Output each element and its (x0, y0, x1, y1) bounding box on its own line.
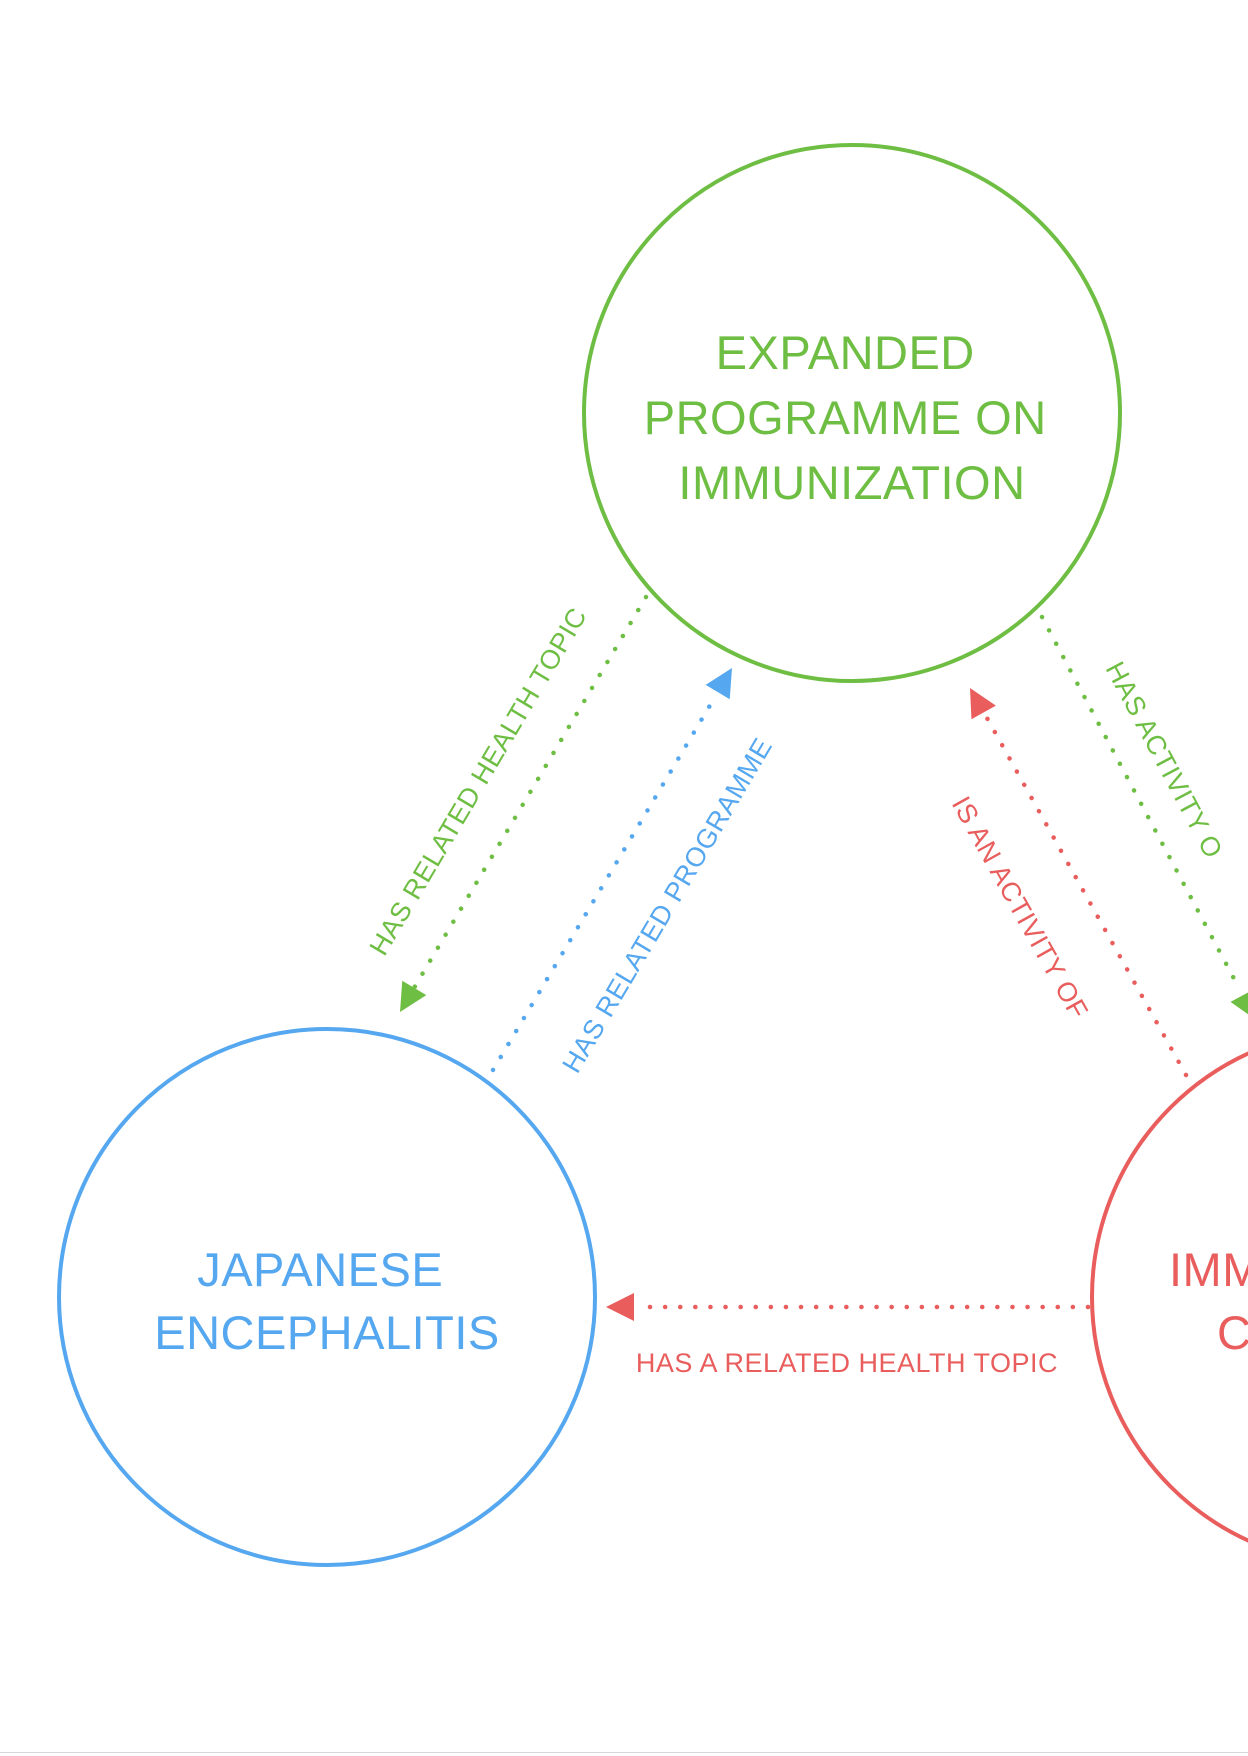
node-label-line: C (1217, 1306, 1248, 1359)
node-label-line: ENCEPHALITIS (154, 1306, 500, 1359)
edge-line (1039, 614, 1243, 993)
node-label: IMM C (1169, 1243, 1248, 1359)
edge-has-a-related-health-topic[interactable]: HAS A RELATED HEALTH TOPIC (606, 1293, 1091, 1378)
node-label: JAPANESE ENCEPHALITIS (154, 1243, 500, 1359)
node-label-line: IMMUNIZATION (678, 456, 1025, 509)
edge-has-activity-of[interactable]: HAS ACTIVITY O (1039, 614, 1248, 1027)
arrowhead-icon (606, 1293, 634, 1321)
node-immunization-partial[interactable]: IMM C (1090, 1029, 1248, 1565)
node-circle (1090, 1051, 1248, 1543)
node-label: EXPANDED PROGRAMME ON IMMUNIZATION (644, 326, 1060, 509)
edge-label: HAS A RELATED HEALTH TOPIC (636, 1348, 1058, 1378)
node-expanded-programme-on-immunization[interactable]: EXPANDED PROGRAMME ON IMMUNIZATION (582, 143, 1122, 683)
edge-label: HAS RELATED PROGRAMME (556, 733, 778, 1078)
node-label-line: JAPANESE (197, 1243, 443, 1296)
edge-has-related-health-topic[interactable]: HAS RELATED HEALTH TOPIC (364, 594, 649, 1019)
arrowhead-icon (400, 980, 427, 1012)
node-label-line: EXPANDED (716, 326, 975, 379)
edge-label: HAS RELATED HEALTH TOPIC (364, 602, 593, 960)
edge-line (490, 694, 718, 1073)
arrowhead-icon (1230, 988, 1248, 1020)
edge-label: HAS ACTIVITY O (1100, 657, 1229, 864)
node-label-line: IMM (1169, 1243, 1248, 1296)
node-label-line: PROGRAMME ON (644, 391, 1047, 444)
arrowhead-icon (970, 688, 996, 720)
edge-line (411, 594, 649, 991)
arrowhead-icon (705, 668, 732, 700)
edge-label: IS AN ACTIVITY OF (946, 791, 1094, 1023)
node-japanese-encephalitis[interactable]: JAPANESE ENCEPHALITIS (57, 1027, 597, 1567)
node-circle (582, 143, 1122, 683)
node-circle (57, 1027, 597, 1567)
bottom-divider (0, 1752, 1248, 1753)
edge-has-related-programme[interactable]: HAS RELATED PROGRAMME (490, 661, 778, 1078)
